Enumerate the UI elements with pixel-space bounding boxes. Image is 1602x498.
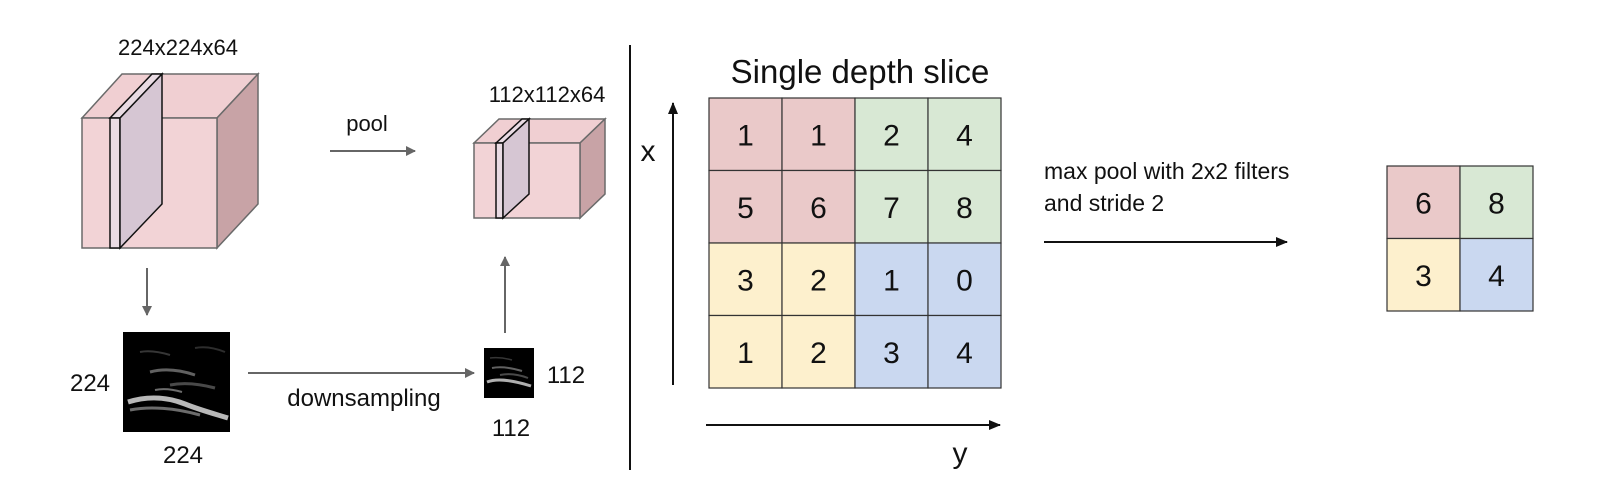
input-volume-cube [80, 72, 260, 250]
input-grid-cell-r2c2 [854, 242, 929, 317]
input-grid-value-r1c0: 5 [737, 192, 754, 225]
input-grid-cell-r1c0 [708, 169, 783, 244]
operation-label-line1: max pool with 2x2 filters [1044, 158, 1289, 184]
output-grid-value-r0c0: 6 [1415, 187, 1432, 220]
x-axis-label: x [641, 135, 656, 168]
output-grid-cell-r1c0 [1386, 237, 1461, 312]
output-volume-label: 112x112x64 [489, 82, 606, 107]
left-panel: 224x224x64 pool 112x112x64 224 2 [70, 35, 607, 469]
output-slice-image [484, 348, 534, 398]
output-grid-value-r1c0: 3 [1415, 260, 1432, 293]
input-grid-cell-r1c1 [781, 169, 856, 244]
input-grid-value-r3c2: 3 [883, 337, 900, 370]
output-grid-value-r1c1: 4 [1488, 260, 1505, 293]
output-slice-width-label: 112 [547, 362, 585, 389]
input-slice-front [109, 117, 121, 249]
input-slice-width-label: 224 [163, 442, 203, 469]
input-grid-cell-r3c3 [927, 314, 1002, 389]
pool-label: pool [346, 111, 388, 136]
output-grid-value-r0c1: 8 [1488, 187, 1505, 220]
input-grid-cell-r3c2 [854, 314, 929, 389]
downsampling-label: downsampling [287, 385, 440, 412]
input-grid-value-r0c2: 2 [883, 119, 900, 152]
input-volume-label: 224x224x64 [118, 35, 238, 60]
input-grid: 1 1 2 4 5 6 7 8 3 2 1 0 1 2 3 4 [708, 97, 1002, 389]
input-grid-value-r3c1: 2 [810, 337, 827, 370]
input-grid-cell-r3c0 [708, 314, 783, 389]
output-grid-cell-r1c1 [1459, 237, 1534, 312]
input-grid-cell-r0c1 [781, 97, 856, 172]
output-grid: 6 8 3 4 [1386, 165, 1534, 312]
input-grid-cell-r0c2 [854, 97, 929, 172]
input-grid-value-r2c2: 1 [883, 264, 900, 297]
input-slice-face [119, 72, 163, 250]
output-slice-front [495, 142, 504, 219]
input-grid-cell-r0c0 [708, 97, 783, 172]
input-grid-value-r1c1: 6 [810, 192, 827, 225]
input-slice-height-label: 224 [70, 370, 110, 397]
input-grid-value-r3c0: 1 [737, 337, 754, 370]
input-grid-cell-r0c3 [927, 97, 1002, 172]
depth-slice-title: Single depth slice [731, 53, 990, 90]
input-grid-value-r0c0: 1 [737, 119, 754, 152]
output-grid-cell-r0c1 [1459, 165, 1534, 240]
output-slice-height-label: 112 [492, 415, 530, 442]
input-grid-value-r3c3: 4 [956, 337, 973, 370]
output-slice-face [502, 117, 530, 220]
input-slice-image [123, 332, 230, 432]
input-grid-cell-r2c1 [781, 242, 856, 317]
input-grid-value-r0c3: 4 [956, 119, 973, 152]
input-grid-value-r1c3: 8 [956, 192, 973, 225]
input-grid-value-r2c1: 2 [810, 264, 827, 297]
input-grid-cell-r1c2 [854, 169, 929, 244]
input-grid-value-r0c1: 1 [810, 119, 827, 152]
y-axis-label: y [953, 437, 968, 470]
output-volume-cube [472, 117, 607, 220]
input-grid-value-r2c3: 0 [956, 264, 973, 297]
input-grid-value-r2c0: 3 [737, 264, 754, 297]
input-grid-value-r1c2: 7 [883, 192, 900, 225]
operation-label-line2: and stride 2 [1044, 190, 1164, 216]
